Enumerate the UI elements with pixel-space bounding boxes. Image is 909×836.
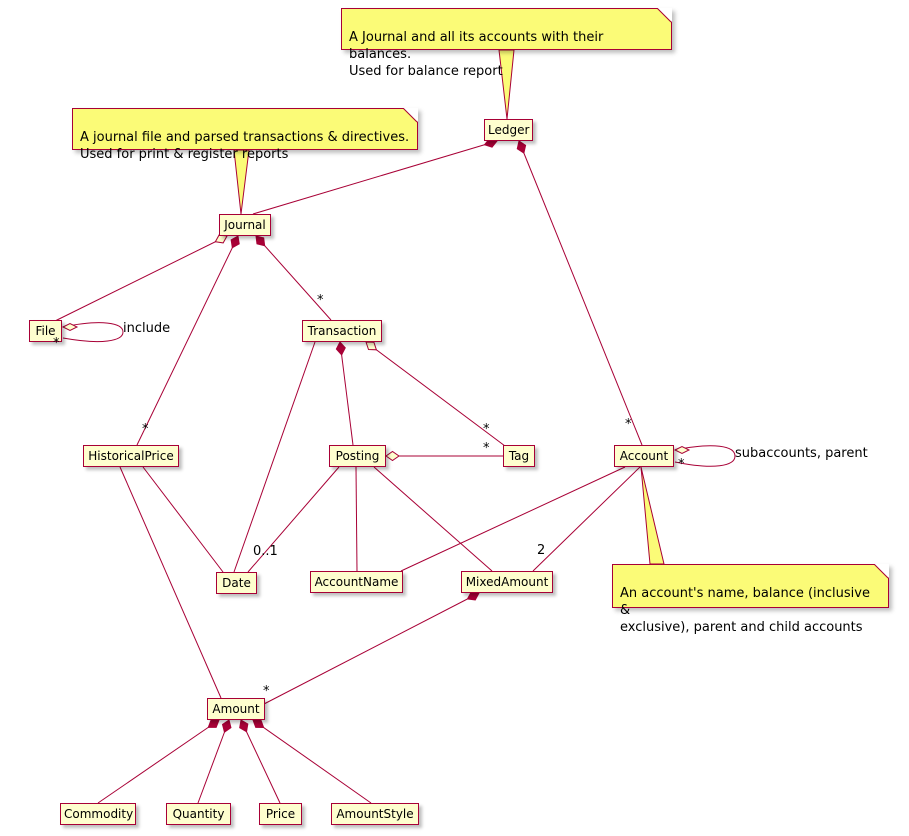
- edge-mixedamount-amount: [263, 592, 480, 705]
- edge-ledger-account-diamond: [516, 140, 527, 154]
- edge-amount-commodity-diamond: [207, 719, 220, 728]
- edge-amount-amountstyle-diamond: [252, 719, 265, 728]
- edge-account-subaccounts-loop: [674, 445, 736, 467]
- label-file-loop-mult: *: [53, 336, 60, 351]
- label-transaction-tag-mult: *: [483, 422, 490, 437]
- class-mixedamount: MixedAmount: [461, 571, 553, 593]
- edge-journal-historicalprice: [136, 235, 239, 446]
- class-journal: Journal: [219, 214, 271, 236]
- edge-account-subaccounts-loop-diamond: [673, 445, 691, 455]
- edge-ledger-journal: [252, 140, 498, 215]
- label-ledger-account-mult: *: [625, 417, 632, 432]
- edge-ledger-account: [518, 140, 643, 446]
- edge-transaction-date: [233, 341, 316, 573]
- note-account-text: An account's name, balance (inclusive & …: [620, 586, 870, 635]
- class-account: Account: [614, 445, 674, 467]
- class-quantity: Quantity: [166, 803, 231, 825]
- edge-transaction-tag: [365, 341, 506, 447]
- note-journal-pointer: [233, 149, 250, 215]
- edge-journal-historicalprice-diamond: [230, 235, 240, 249]
- edge-posting-date: [247, 466, 340, 573]
- class-posting: Posting: [329, 445, 386, 467]
- class-amountstyle: AmountStyle: [331, 803, 419, 825]
- edge-account-accountname: [400, 466, 626, 572]
- edge-journal-transaction: [255, 235, 332, 321]
- edge-file-include-loop-diamond: [61, 322, 79, 332]
- edge-amount-commodity: [97, 719, 220, 804]
- class-file: File: [29, 320, 62, 342]
- class-price: Price: [259, 803, 302, 825]
- edge-amount-amountstyle: [252, 719, 372, 804]
- note-ledger-text: A Journal and all its accounts with thei…: [349, 30, 604, 79]
- note-account: An account's name, balance (inclusive & …: [612, 564, 889, 635]
- label-include: include: [123, 321, 171, 336]
- note-account-pointer: [640, 466, 665, 565]
- label-account-mixedamount-mult: 2: [537, 543, 546, 558]
- edge-posting-accountname: [355, 466, 358, 572]
- label-posting-tag-mult: *: [483, 441, 490, 456]
- label-subaccounts-parent: subaccounts, parent: [735, 446, 868, 461]
- edge-transaction-tag-diamond: [365, 341, 378, 351]
- edge-journal-file: [54, 235, 228, 322]
- edge-mixedamount-amount-diamond: [466, 591, 480, 601]
- edge-transaction-posting: [339, 341, 354, 446]
- label-journal-historicalprice-mult: *: [142, 422, 149, 437]
- label-account-loop-mult: *: [678, 457, 685, 472]
- class-commodity: Commodity: [60, 803, 136, 825]
- class-accountname: AccountName: [310, 571, 403, 593]
- label-journal-transaction-mult: *: [317, 293, 324, 308]
- edge-posting-tag-diamond: [385, 450, 400, 462]
- label-posting-date-mult: 0..1: [253, 544, 278, 559]
- edge-file-include-loop: [62, 322, 124, 343]
- class-historicalprice: HistoricalPrice: [83, 445, 179, 467]
- edge-posting-mixedamount: [373, 466, 493, 572]
- note-ledger: A Journal and all its accounts with thei…: [341, 8, 672, 79]
- edge-amount-quantity: [197, 719, 230, 804]
- class-amount: Amount: [207, 698, 265, 720]
- note-fold-icon: [874, 564, 889, 579]
- class-ledger: Ledger: [484, 119, 533, 141]
- edge-account-mixedamount: [532, 466, 641, 572]
- note-fold-icon: [403, 108, 418, 123]
- note-fold-icon: [657, 8, 672, 23]
- edge-journal-file-diamond: [214, 234, 228, 244]
- note-ledger-pointer: [498, 49, 515, 120]
- edge-amount-price: [240, 719, 281, 804]
- class-tag: Tag: [503, 445, 535, 467]
- edge-journal-transaction-diamond: [255, 235, 266, 247]
- note-journal-text: A journal file and parsed transactions &…: [80, 130, 410, 162]
- note-journal: A journal file and parsed transactions &…: [72, 108, 418, 162]
- class-transaction: Transaction: [302, 320, 382, 342]
- edge-historicalprice-amount: [119, 466, 222, 699]
- edge-historicalprice-date: [142, 466, 224, 573]
- edge-transaction-posting-diamond: [335, 341, 346, 356]
- edge-amount-price-diamond: [239, 719, 249, 733]
- label-mixedamount-amount-mult: *: [263, 684, 270, 699]
- class-date: Date: [216, 572, 257, 594]
- edge-amount-quantity-diamond: [221, 719, 232, 734]
